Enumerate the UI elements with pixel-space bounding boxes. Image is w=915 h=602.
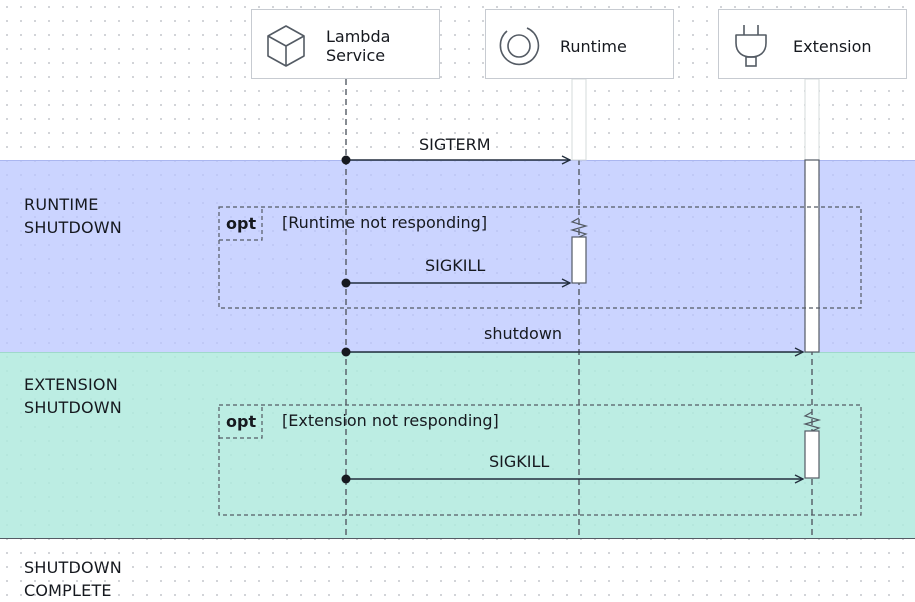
extension-opt-tag: opt xyxy=(226,412,257,431)
runtime-initial-activation xyxy=(571,78,587,161)
runtime-name: Runtime xyxy=(560,37,627,56)
sigterm-label: SIGTERM xyxy=(419,135,491,154)
runtime-kill-activation xyxy=(571,236,587,284)
runtime-opt-guard: [Runtime not responding] xyxy=(282,213,488,232)
runtime-shutdown-band xyxy=(0,160,915,353)
shutdown-complete-label: SHUTDOWN COMPLETE xyxy=(24,556,122,602)
extension-shutdown-label-line2: SHUTDOWN xyxy=(24,398,122,417)
runtime-participant: Runtime xyxy=(485,9,674,79)
runtime-opt-fragment xyxy=(218,206,862,309)
extension-participant: Extension xyxy=(718,9,907,79)
extension-kill-activation xyxy=(804,430,820,479)
runtime-shutdown-label: RUNTIME SHUTDOWN xyxy=(24,193,122,239)
plug-icon xyxy=(733,23,769,73)
extension-opt-guard: [Extension not responding] xyxy=(282,411,499,430)
lambda-service-name: Lambda Service xyxy=(326,27,390,65)
extension-opt-fragment xyxy=(218,404,862,516)
shutdown-origin-dot xyxy=(341,347,351,357)
runtime-shutdown-label-line1: RUNTIME xyxy=(24,195,99,214)
shutdown-complete-label-line2: COMPLETE xyxy=(24,581,112,600)
shutdown-complete-label-line1: SHUTDOWN xyxy=(24,558,122,577)
extension-timeout-zigzag xyxy=(802,411,822,432)
sigterm-origin-dot xyxy=(341,155,351,165)
extension-shutdown-label: EXTENSION SHUTDOWN xyxy=(24,373,122,419)
sigkill-runtime-label: SIGKILL xyxy=(425,256,486,275)
extension-initial-activation xyxy=(804,78,820,161)
extension-activation xyxy=(804,159,820,353)
sigkill-extension-label: SIGKILL xyxy=(489,452,550,471)
extension-shutdown-band xyxy=(0,352,915,539)
lambda-service-name-line1: Lambda xyxy=(326,27,391,46)
runtime-opt-tag: opt xyxy=(226,214,257,233)
shutdown-label: shutdown xyxy=(484,324,563,343)
cube-icon xyxy=(266,24,306,72)
extension-shutdown-label-line1: EXTENSION xyxy=(24,375,118,394)
sigkill-runtime-origin-dot xyxy=(341,278,351,288)
extension-name: Extension xyxy=(793,37,872,56)
spinner-icon xyxy=(497,25,541,71)
runtime-shutdown-label-line2: SHUTDOWN xyxy=(24,218,122,237)
runtime-timeout-zigzag xyxy=(569,217,589,238)
lambda-service-name-line2: Service xyxy=(326,46,386,65)
extension-opt-tag-frame xyxy=(219,405,263,439)
lambda-service-participant: Lambda Service xyxy=(251,9,440,79)
sigkill-extension-origin-dot xyxy=(341,474,351,484)
runtime-opt-tag-frame xyxy=(219,207,263,241)
